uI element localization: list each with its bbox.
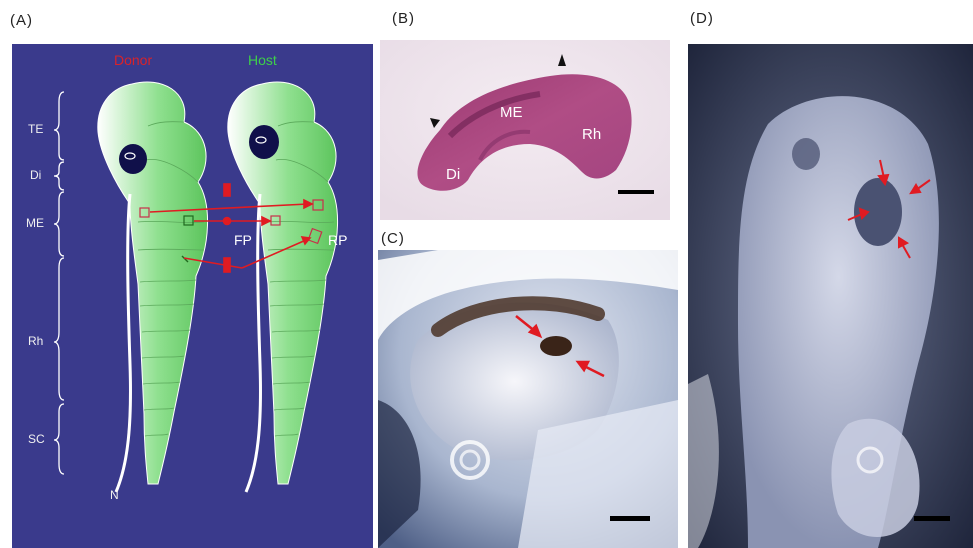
n-label: N	[110, 488, 119, 502]
whole-mount-photo-c	[378, 250, 678, 548]
embryo-photo-d	[688, 44, 973, 548]
panel-label-c: (C)	[381, 230, 405, 247]
label-rh: Rh	[582, 126, 601, 143]
stained-section	[380, 40, 670, 220]
donor-embryo	[98, 82, 208, 492]
fp-label: FP	[234, 232, 252, 248]
region-label-di: Di	[30, 168, 41, 182]
embryo-photo-c	[378, 250, 678, 548]
label-me: ME	[500, 104, 523, 121]
schematic-panel: Donor Host TE Di ME Rh SC FP RP N	[12, 44, 373, 548]
region-label-te: TE	[28, 122, 43, 136]
host-label: Host	[248, 52, 277, 68]
region-label-me: ME	[26, 216, 44, 230]
host-embryo	[228, 82, 338, 492]
label-di: Di	[446, 166, 460, 183]
whole-mount-photo-d	[688, 44, 973, 548]
panel-label-a: (A)	[10, 12, 33, 29]
rp-label: RP	[328, 232, 347, 248]
scale-bar-d	[914, 516, 950, 521]
scale-bar	[618, 190, 654, 194]
region-label-rh: Rh	[28, 334, 43, 348]
region-braces	[54, 92, 64, 474]
scale-bar-c	[610, 516, 650, 521]
panel-label-b: (B)	[392, 10, 415, 27]
donor-label: Donor	[114, 52, 152, 68]
panel-label-d: (D)	[690, 10, 714, 27]
section-image-panel: ME Rh Di	[380, 40, 670, 220]
embryo-schematic	[12, 44, 373, 548]
region-label-sc: SC	[28, 432, 45, 446]
